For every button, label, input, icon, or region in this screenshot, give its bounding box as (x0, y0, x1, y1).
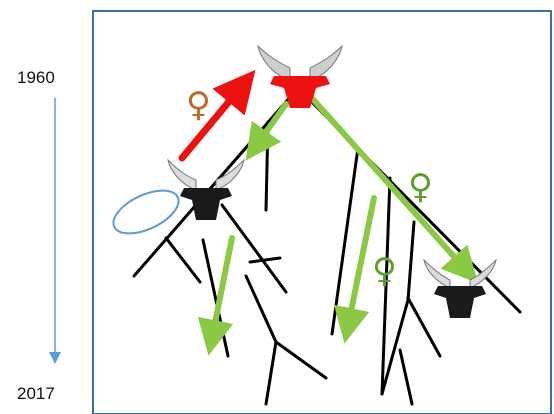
green-arrow-4 (348, 198, 374, 326)
female-symbol-icon: ♀ (408, 167, 433, 207)
green-arrow-1 (256, 104, 286, 146)
pedigree-tree (134, 88, 520, 404)
female-symbol-icon: ♀ (372, 251, 397, 291)
bull-head-icon (258, 46, 342, 108)
bull-head-icon (424, 260, 496, 318)
bull-head-icon (168, 160, 244, 220)
female-symbol-icon: ♀ (186, 85, 211, 125)
